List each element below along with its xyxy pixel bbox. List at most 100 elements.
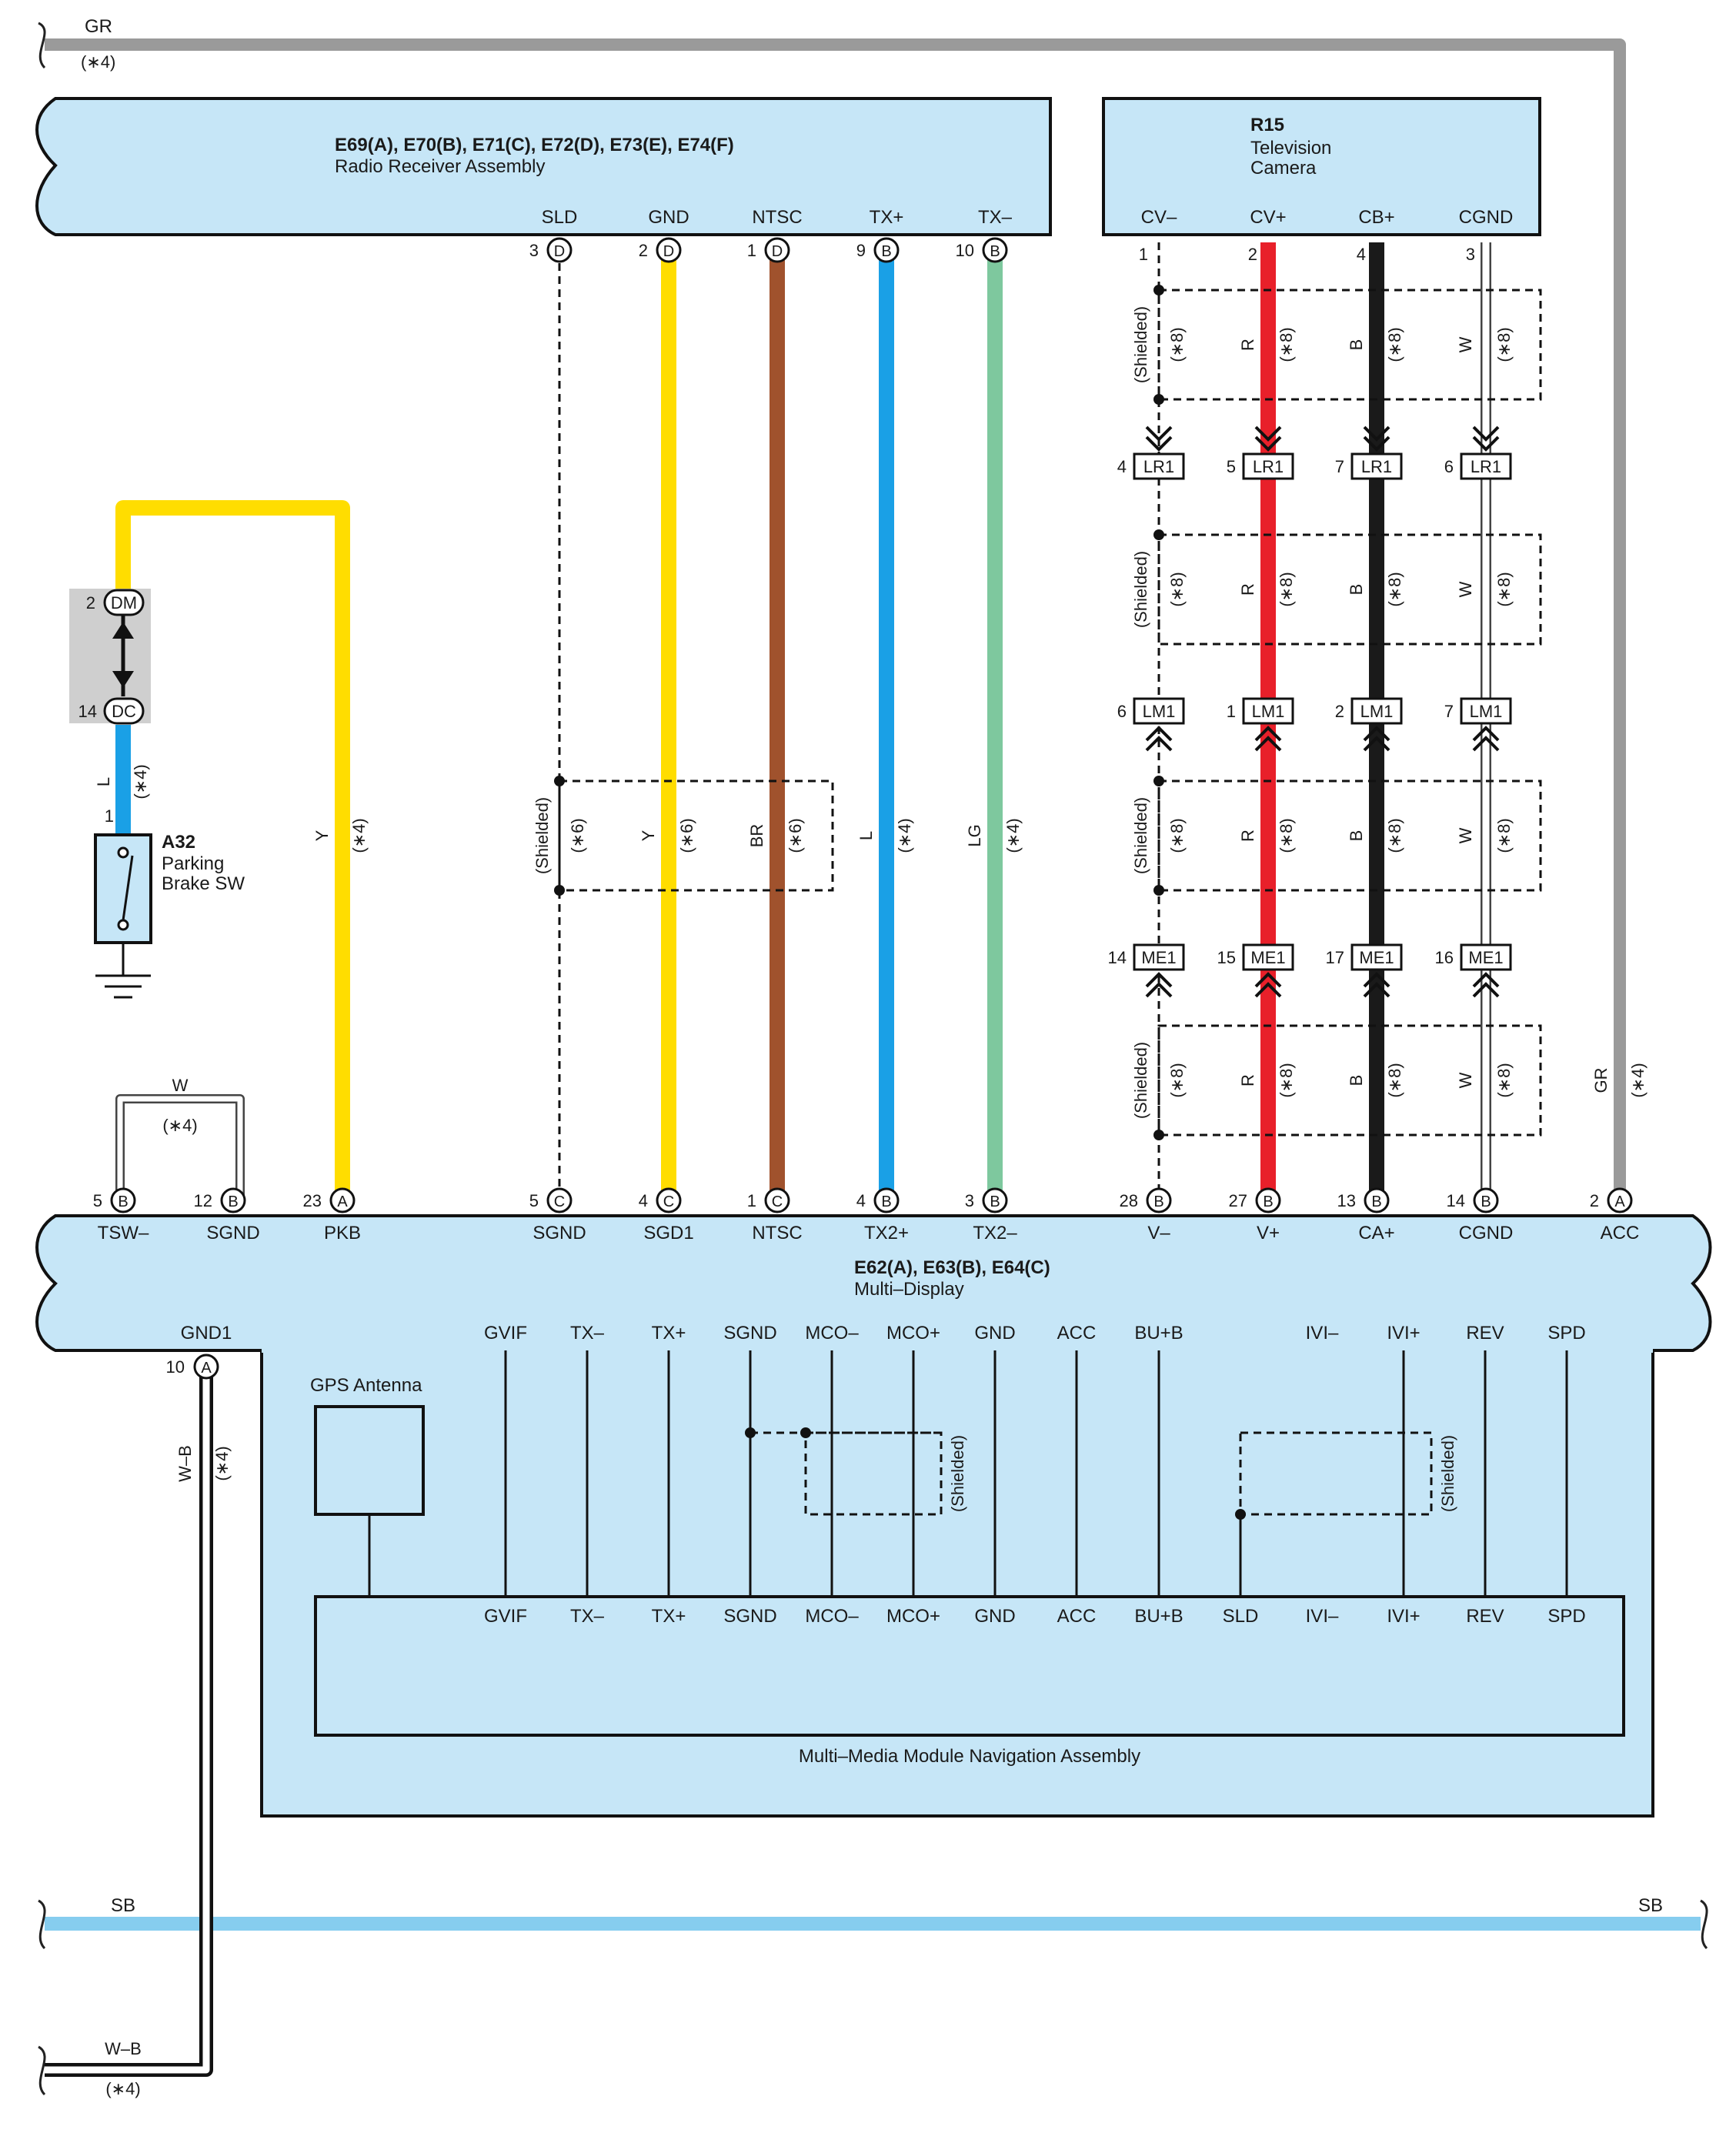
radio-conn-letter: B [990, 243, 1000, 260]
svg-text:27: 27 [1229, 1191, 1247, 1210]
svg-text:B: B [990, 1193, 1000, 1210]
svg-text:V+: V+ [1257, 1223, 1280, 1243]
color-b-3: B [1347, 830, 1366, 842]
svg-text:TX–: TX– [570, 1323, 605, 1344]
pkb-wire-color: Y [312, 830, 332, 841]
camera-name-line1: Television [1250, 138, 1331, 159]
shield-box-radio [558, 779, 834, 892]
lr1-num: 4 [1117, 457, 1127, 476]
color-w-2: W [1456, 581, 1475, 597]
note-r-2: (∗8) [1277, 572, 1296, 606]
navigation-assembly-name: Multi–Media Module Navigation Assembly [799, 1746, 1140, 1767]
chevron-up-icon [1145, 972, 1500, 998]
ground-icon [95, 974, 151, 999]
dc-connector [103, 697, 145, 725]
me1-num: 16 [1435, 948, 1454, 967]
wire-color-lg: LG [965, 824, 984, 846]
color-b-4: B [1347, 1075, 1366, 1087]
wire-note-br: (∗6) [786, 818, 805, 853]
lr1-label: LR1 [1471, 457, 1501, 476]
dc-num: 14 [78, 702, 97, 721]
svg-text:A: A [1614, 1193, 1625, 1210]
svg-text:CA+: CA+ [1358, 1223, 1394, 1243]
svg-text:TX2–: TX2– [973, 1223, 1017, 1243]
svg-text:1: 1 [747, 1191, 756, 1210]
note-r-1: (∗8) [1277, 327, 1296, 362]
pkb-wire-note: (∗4) [349, 818, 369, 853]
radio-pin-num: 1 [747, 241, 756, 260]
wire-note-l: (∗4) [895, 818, 914, 853]
acc-wire-note: (∗4) [1628, 1063, 1648, 1097]
wire-note-lg: (∗4) [1003, 818, 1023, 853]
display-nav-lines [368, 1350, 1568, 1597]
svg-text:5: 5 [529, 1191, 539, 1210]
display-top-pin-labels: TSW– SGND PKB SGND SGD1 NTSC TX2+ TX2– V… [98, 1223, 1640, 1243]
radio-connectors: E69(A), E70(B), E71(C), E72(D), E73(E), … [335, 135, 734, 155]
camera-name-line2: Camera [1250, 158, 1317, 179]
svg-text:IVI+: IVI+ [1387, 1323, 1420, 1344]
shield-dot-bottom [554, 885, 565, 896]
svg-text:SPD: SPD [1547, 1606, 1585, 1627]
w-loop-color: W [172, 1076, 189, 1095]
me1-num: 17 [1326, 948, 1344, 967]
color-r-4: R [1238, 1074, 1257, 1087]
svg-text:SGND: SGND [206, 1223, 259, 1243]
wire-note-y: (∗6) [677, 818, 696, 853]
svg-text:C: C [663, 1193, 674, 1210]
color-r-1: R [1238, 339, 1257, 351]
radio-conn-letter: D [554, 243, 565, 260]
svg-text:ACC: ACC [1057, 1323, 1097, 1344]
top-wire-note: (∗4) [81, 52, 115, 72]
svg-text:IVI+: IVI+ [1387, 1606, 1420, 1627]
note-b-2: (∗8) [1385, 572, 1404, 606]
svg-text:GVIF: GVIF [484, 1323, 527, 1344]
svg-text:MCO–: MCO– [805, 1323, 859, 1344]
radio-pin-connectors: D 3 D 2 D 1 B 9 B 10 [529, 237, 1008, 263]
multi-display: E62(A), E63(B), E64(C) Multi–Display GND… [35, 1214, 1712, 1818]
svg-text:TSW–: TSW– [98, 1223, 149, 1243]
radio-conn-letter: D [663, 243, 674, 260]
lm1-label: LM1 [1360, 702, 1394, 721]
color-w-4: W [1456, 1072, 1475, 1088]
gps-antenna-box [314, 1405, 425, 1516]
note-b-4: (∗8) [1385, 1063, 1404, 1097]
me1-label: ME1 [1468, 948, 1503, 967]
svg-text:TX2+: TX2+ [864, 1223, 909, 1243]
shielded-label-4: (Shielded) [1131, 1042, 1150, 1119]
radio-pin-gnd: GND [648, 207, 689, 228]
lr1-label: LR1 [1361, 457, 1392, 476]
camera-pin-cv-minus: CV– [1141, 207, 1177, 228]
radio-pin-txminus: TX– [978, 207, 1013, 228]
display-extension-box [260, 1349, 1654, 1818]
display-pin-connectors: B5 B12 A23 C5 C4 C1 B4 B3 B28 B27 B13 B1… [93, 1187, 1633, 1213]
svg-text:BU+B: BU+B [1134, 1323, 1183, 1344]
shielded-label-2: (Shielded) [1131, 551, 1150, 628]
arrow-up-icon [112, 622, 134, 639]
svg-text:SLD: SLD [1223, 1606, 1259, 1627]
note-r-4: (∗8) [1277, 1063, 1296, 1097]
svg-text:2: 2 [1590, 1191, 1599, 1210]
gnd1-pin-num: 10 [166, 1357, 185, 1377]
wire-break-mark [38, 1899, 46, 1950]
shield-note-4: (∗8) [1167, 1063, 1187, 1097]
display-gnd1-label: GND1 [181, 1323, 232, 1344]
camera-pin-cgnd: CGND [1459, 207, 1514, 228]
radio-conn-letter: D [772, 243, 783, 260]
radio-name: Radio Receiver Assembly [335, 156, 545, 177]
gps-antenna-label: GPS Antenna [310, 1375, 422, 1396]
wb-bottom-note: (∗4) [105, 2079, 140, 2098]
shield-note-3: (∗8) [1167, 818, 1187, 853]
radio-pin-ntsc: NTSC [752, 207, 802, 228]
radio-pin-txplus: TX+ [870, 207, 904, 228]
wire-color-l: L [856, 831, 876, 840]
svg-text:B: B [1263, 1193, 1273, 1210]
switch-name-line2: Brake SW [162, 873, 245, 894]
wb-side-color: W–B [175, 1445, 195, 1482]
lm1-num: 7 [1444, 702, 1454, 721]
color-b-2: B [1347, 584, 1366, 596]
svg-text:NTSC: NTSC [752, 1223, 802, 1243]
shield-dot-top [554, 776, 565, 786]
me1-label: ME1 [1141, 948, 1176, 967]
svg-text:12: 12 [194, 1191, 212, 1210]
svg-text:4: 4 [639, 1191, 648, 1210]
